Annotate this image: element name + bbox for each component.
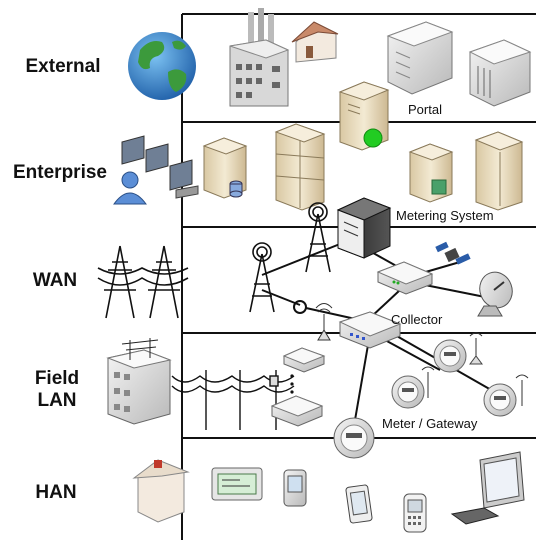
- printer-icon: [386, 21, 454, 95]
- network-links: [261, 239, 501, 421]
- user-icon: [113, 171, 147, 205]
- satellite-icon: [435, 241, 471, 265]
- collector-router-icon: [376, 261, 434, 295]
- field-router-icon: [338, 311, 402, 349]
- layer-label-external: External: [25, 56, 101, 77]
- home-icon: [132, 459, 190, 523]
- collector-label: Collector: [391, 312, 443, 327]
- layer-label-lan: LAN: [37, 390, 77, 411]
- globe-icon: [128, 32, 196, 100]
- workstations-icon: [121, 135, 199, 199]
- server-stack-icon: [274, 123, 326, 211]
- monitor-icon: [450, 451, 525, 525]
- pole-line-icon: [171, 370, 295, 430]
- portal-label: Portal: [408, 102, 442, 117]
- thermostat-display-icon: [211, 467, 263, 501]
- server-icon: [474, 131, 524, 211]
- radio-tower-icon: [249, 202, 331, 313]
- meter-icon: [333, 417, 375, 459]
- antenna-icon: [315, 303, 333, 341]
- meter-icon: [391, 366, 435, 409]
- power-tower-icon: [97, 245, 189, 319]
- datacenter-rack-icon: [468, 39, 532, 107]
- database-server-icon: [202, 137, 248, 199]
- meter-icon: [433, 332, 483, 373]
- layer-label-field: Field: [34, 368, 80, 389]
- layer-label-enterprise: Enterprise: [13, 162, 107, 183]
- tablet-icon: [345, 484, 373, 524]
- factory-icon: [229, 8, 290, 107]
- server-icon: [408, 143, 454, 203]
- meter-icon: [483, 374, 529, 417]
- layer-label-han: HAN: [35, 482, 77, 503]
- transformer-substation-icon: [106, 338, 172, 425]
- metering-system-label: Metering System: [396, 208, 494, 223]
- satellite-dish-icon: [477, 271, 513, 317]
- metering-server-icon: [336, 197, 392, 259]
- cell-phone-icon: [403, 493, 427, 533]
- house-icon: [291, 21, 339, 63]
- field-router-icon: [270, 374, 324, 427]
- meter-gateway-label: Meter / Gateway: [382, 416, 478, 431]
- field-router-icon: [282, 347, 326, 373]
- portal-server-icon: [338, 81, 390, 151]
- handheld-icon: [283, 469, 307, 507]
- layer-label-wan: WAN: [32, 270, 78, 291]
